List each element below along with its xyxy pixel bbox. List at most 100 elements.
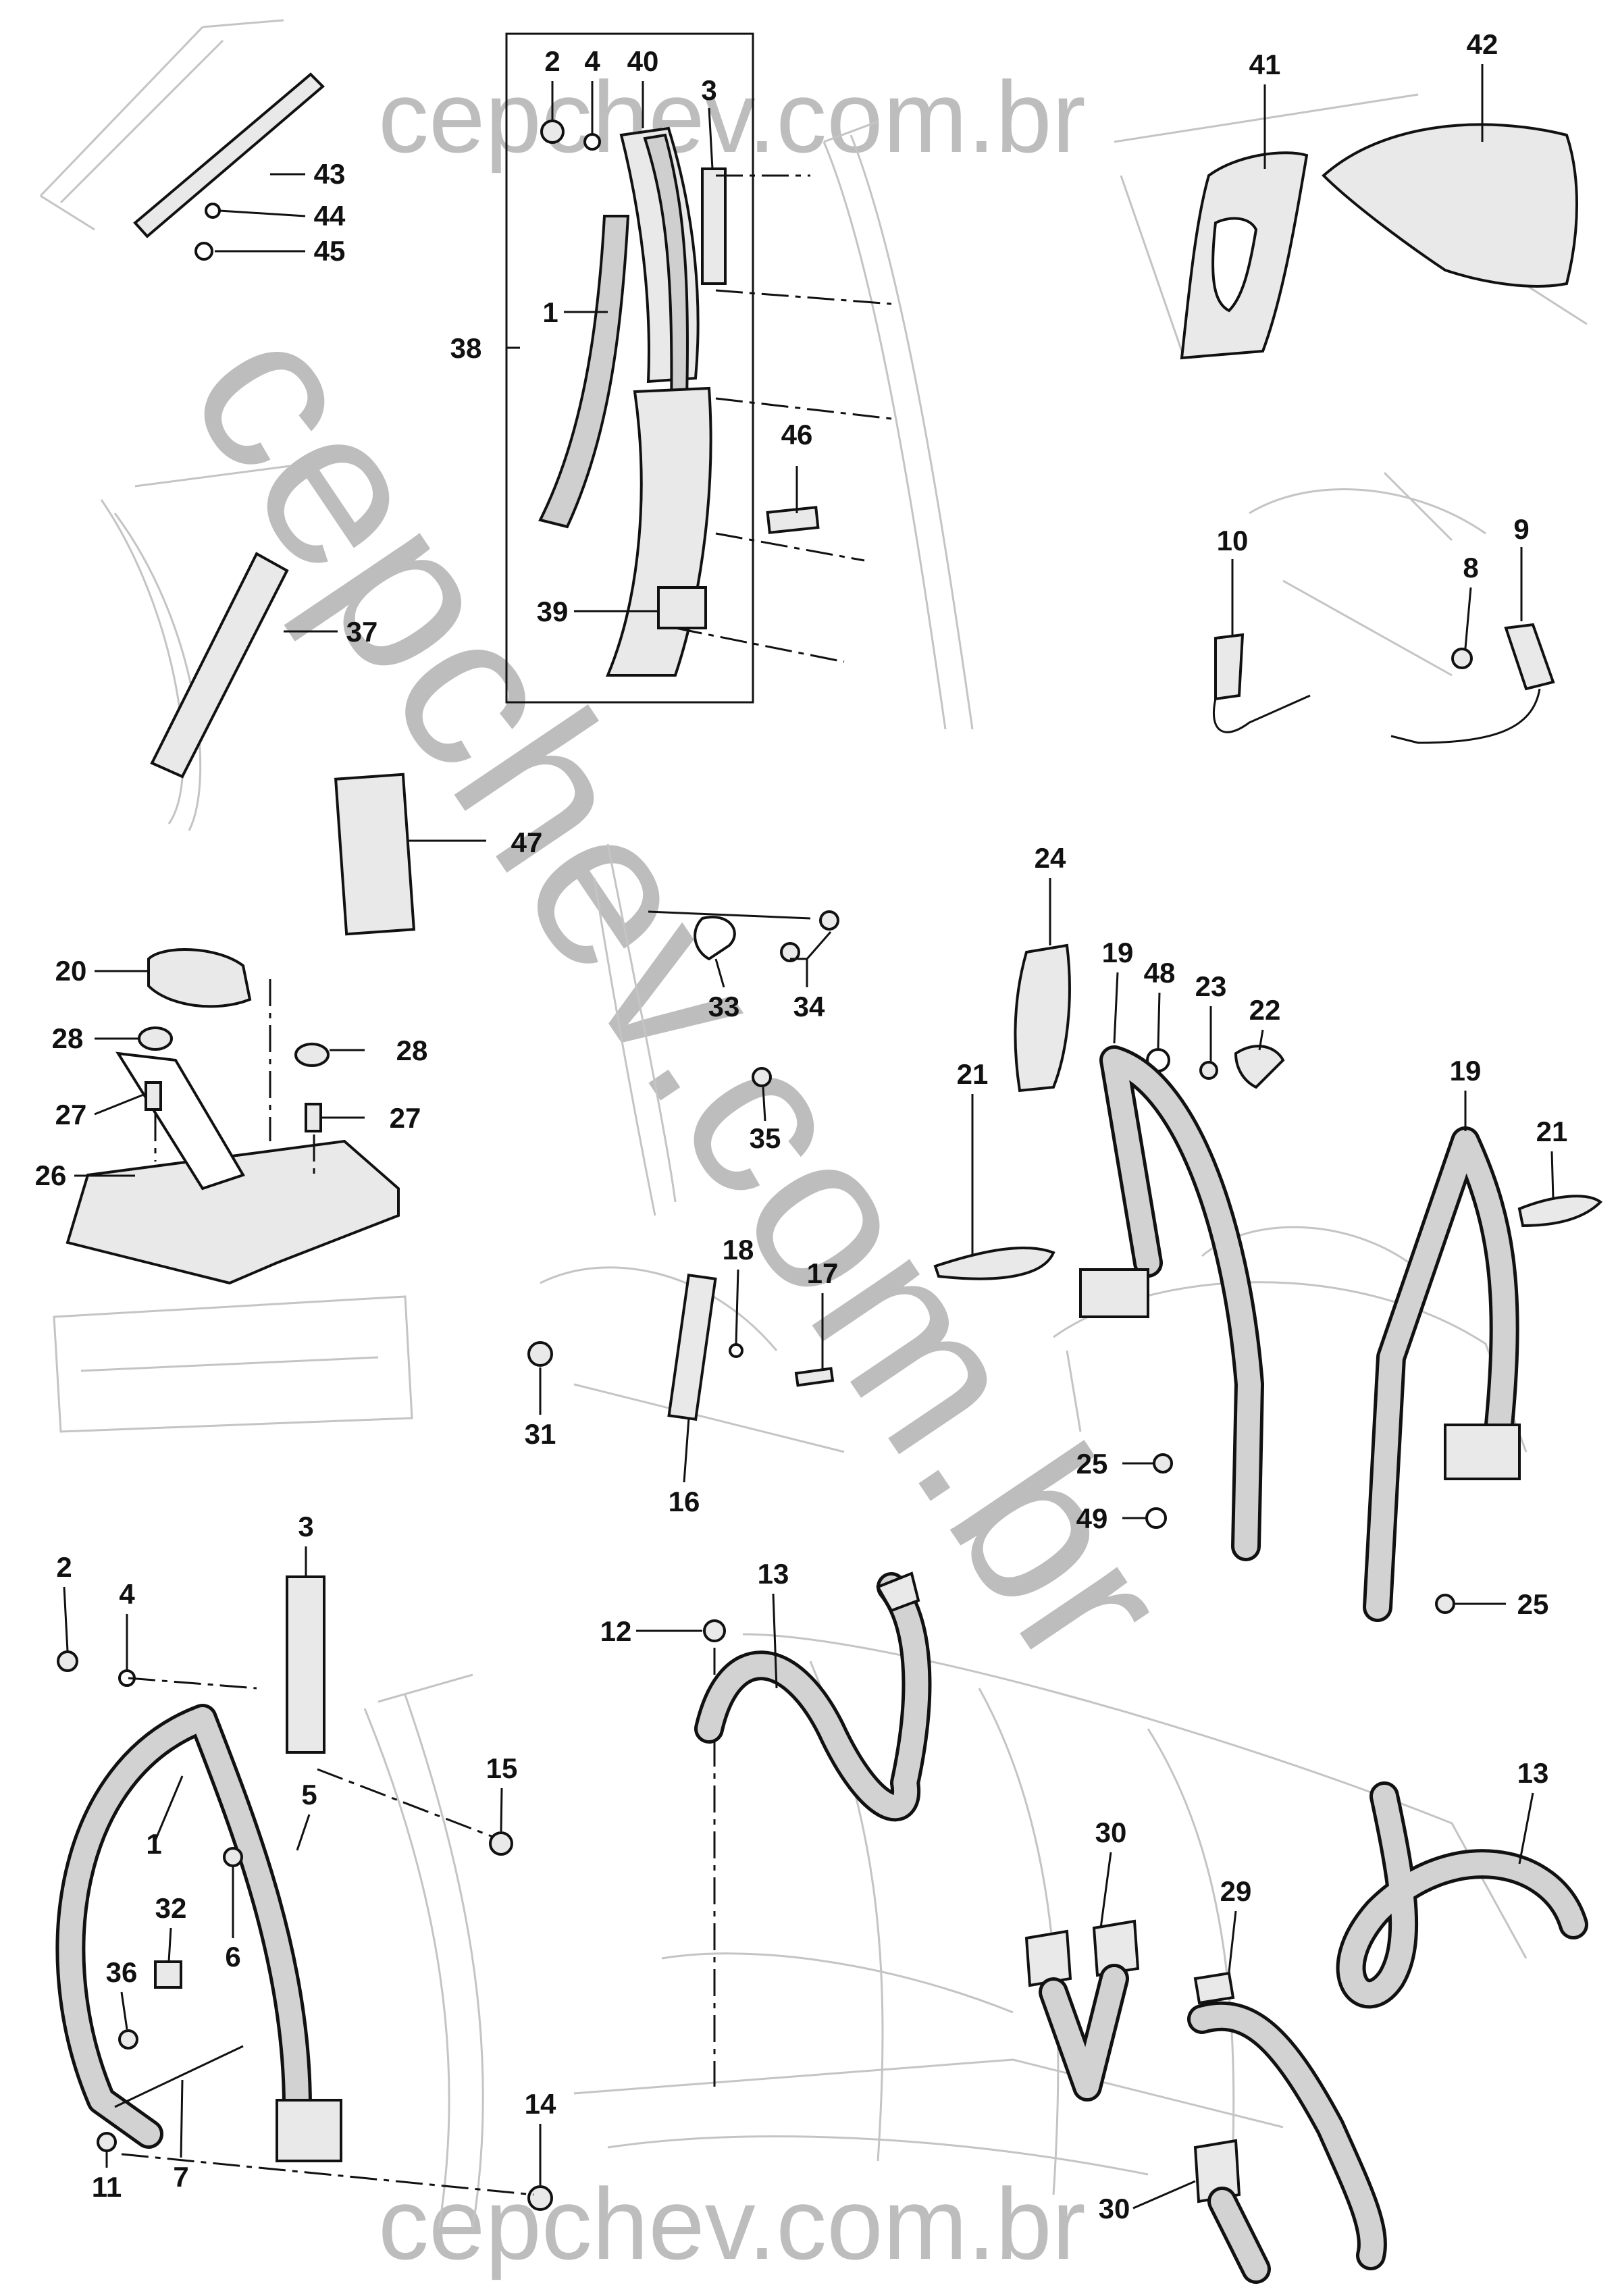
buckle-10: [1214, 633, 1245, 701]
windshield-molding: [133, 72, 325, 261]
rail-16: [667, 1273, 717, 1421]
watermark-bottom: cepchev.com.br: [378, 2167, 1086, 2280]
trim-panel-42: [1322, 123, 1578, 288]
trim-panel-41-opening: [1211, 217, 1258, 313]
assembly-38-box: [505, 32, 754, 704]
callout-28-right: 28: [396, 1035, 428, 1066]
callout-33: 33: [708, 991, 740, 1022]
callout-8: 8: [1463, 552, 1478, 583]
plug-45: [194, 242, 213, 261]
callout-20: 20: [55, 955, 87, 987]
callout-42: 42: [1467, 28, 1498, 60]
callout-47: 47: [511, 827, 543, 858]
callout-10: 10: [1217, 525, 1249, 556]
callout-12: 12: [600, 1615, 632, 1647]
bolt-6: [223, 1847, 243, 1867]
callout-19-left: 19: [1102, 937, 1134, 968]
bolt-12: [703, 1619, 726, 1642]
screw-34-b: [780, 942, 800, 962]
buckle-30-upper-b: [1092, 1919, 1140, 1977]
callout-22: 22: [1249, 994, 1281, 1026]
cap-28-right: [294, 1043, 330, 1067]
callout-21-right: 21: [1536, 1116, 1568, 1147]
callout-27-left: 27: [55, 1099, 87, 1130]
callout-15: 15: [486, 1752, 518, 1784]
sensor-20: [147, 948, 252, 1008]
bolt-36: [118, 2029, 138, 2050]
seal-37: [150, 552, 289, 779]
leader-lines: [63, 64, 1555, 2210]
callout-3-upper: 3: [701, 74, 716, 106]
bolt-25-lower: [1435, 1594, 1455, 1614]
callout-14: 14: [525, 2088, 556, 2120]
callout-25-lower: 25: [1517, 1588, 1549, 1620]
callout-1-upper: 1: [542, 296, 558, 328]
callout-labels: 2 4 40 3 1 38 46 39 41 42 43 44 45 37 47…: [35, 28, 1568, 2224]
buckle-9: [1504, 623, 1555, 691]
watermark-top: cepchev.com.br: [378, 60, 1086, 174]
guide-rail-3-upper: [701, 167, 727, 285]
cover-24: [1014, 943, 1071, 1093]
console-assembly: [66, 948, 400, 1285]
callout-41: 41: [1249, 49, 1281, 80]
front-belt-assembly: [55, 1575, 553, 2211]
callout-31: 31: [525, 1418, 556, 1450]
height-adjuster: [527, 1273, 835, 1421]
callout-32: 32: [155, 1892, 187, 1924]
buckle-30-lower: [1193, 2139, 1241, 2203]
nut-14: [527, 2185, 553, 2211]
callout-6: 6: [225, 1941, 240, 1973]
callout-1-lower: 1: [146, 1828, 161, 1860]
buckle-30-upper-a: [1024, 1929, 1072, 1987]
rear-outer-belts: [933, 943, 1603, 1622]
callout-16: 16: [669, 1486, 700, 1517]
callout-7: 7: [173, 2161, 188, 2193]
callout-25-upper: 25: [1076, 1448, 1108, 1480]
trim-21-right: [1517, 1195, 1603, 1228]
callout-18: 18: [723, 1234, 754, 1266]
washer-49: [1145, 1507, 1167, 1529]
callout-35: 35: [750, 1122, 781, 1154]
callout-43: 43: [314, 158, 346, 190]
callout-40: 40: [627, 45, 659, 77]
spring-18: [729, 1343, 743, 1358]
callout-46: 46: [781, 419, 813, 450]
callout-24: 24: [1035, 842, 1066, 874]
bolt-17: [794, 1367, 835, 1387]
bolt-8: [1451, 648, 1473, 669]
callout-3-lower: 3: [298, 1511, 313, 1542]
callout-39: 39: [537, 596, 569, 627]
callout-9: 9: [1513, 513, 1529, 545]
screw-34-a: [819, 910, 839, 931]
callout-26: 26: [35, 1159, 67, 1191]
b-pillar-trim-assembly: [538, 120, 892, 677]
screw-35: [752, 1067, 772, 1087]
clip-33: [694, 916, 736, 961]
nut-31: [527, 1341, 553, 1367]
belt-13-top-end: [876, 1571, 920, 1613]
callout-13-upper: 13: [758, 1558, 789, 1590]
callout-4-upper: 4: [584, 45, 600, 77]
bolt-27-right: [305, 1103, 322, 1132]
callout-38: 38: [450, 332, 482, 364]
rear-center-belts: [694, 1571, 1588, 2284]
callout-4-lower: 4: [119, 1578, 135, 1610]
callout-36: 36: [106, 1956, 138, 1988]
guide-rail-3-lower: [286, 1575, 325, 1754]
callout-19-right: 19: [1450, 1055, 1482, 1087]
callout-29: 29: [1220, 1875, 1252, 1907]
front-buckles: [1212, 623, 1555, 744]
bracket-46: [766, 506, 820, 534]
retractor-19-right: [1444, 1424, 1521, 1480]
clip-32: [154, 1960, 182, 1989]
callout-37: 37: [346, 616, 378, 648]
belt-strap-1-upper: [538, 215, 630, 529]
callout-2-upper: 2: [544, 45, 560, 77]
callout-23: 23: [1195, 970, 1227, 1002]
callout-5: 5: [301, 1779, 317, 1810]
clip-44: [205, 203, 221, 219]
callout-44: 44: [314, 200, 346, 232]
retractor-lower: [276, 2099, 342, 2162]
callout-48: 48: [1144, 957, 1176, 989]
center-clip-parts: [648, 910, 839, 1087]
